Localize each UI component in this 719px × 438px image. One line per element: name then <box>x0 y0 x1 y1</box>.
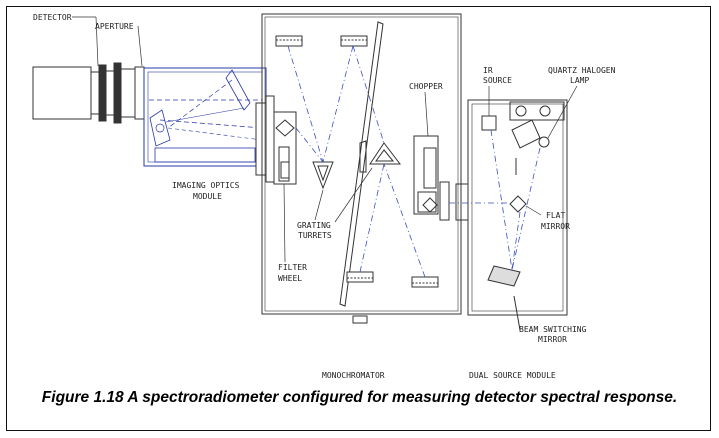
label-detector: DETECTOR <box>33 13 72 22</box>
label-ir-2: SOURCE <box>483 76 512 85</box>
label-dual-source: DUAL SOURCE MODULE <box>469 371 556 380</box>
dual-source-module <box>455 99 568 331</box>
label-imaging-optics-1: IMAGING OPTICS <box>172 181 240 190</box>
filter-wheel <box>255 95 297 185</box>
imaging-optics-module <box>143 67 267 167</box>
label-chopper: CHOPPER <box>409 82 443 91</box>
label-beam-1: BEAM SWITCHING <box>519 325 587 334</box>
label-grating-1: GRATING <box>297 221 331 230</box>
label-quartz-1: QUARTZ HALOGEN <box>548 66 616 75</box>
label-grating-2: TURRETS <box>298 231 332 240</box>
monochromator <box>261 13 510 324</box>
label-beam-2: MIRROR <box>538 335 567 344</box>
label-flat-2: MIRROR <box>541 222 570 231</box>
label-filter-1: FILTER <box>278 263 307 272</box>
figure-frame <box>6 6 711 431</box>
figure-caption: Figure 1.18 A spectroradiometer configur… <box>41 389 678 406</box>
label-ir-1: IR <box>483 66 493 75</box>
label-quartz-2: LAMP <box>570 76 589 85</box>
label-imaging-optics-2: MODULE <box>193 192 222 201</box>
detector <box>32 62 145 124</box>
label-monochromator: MONOCHROMATOR <box>322 371 385 380</box>
labels: DETECTOR APERTURE IMAGING OPTICS MODULE … <box>33 13 616 380</box>
label-aperture: APERTURE <box>95 22 134 31</box>
label-filter-2: WHEEL <box>278 274 302 283</box>
label-flat-1: FLAT <box>546 211 565 220</box>
